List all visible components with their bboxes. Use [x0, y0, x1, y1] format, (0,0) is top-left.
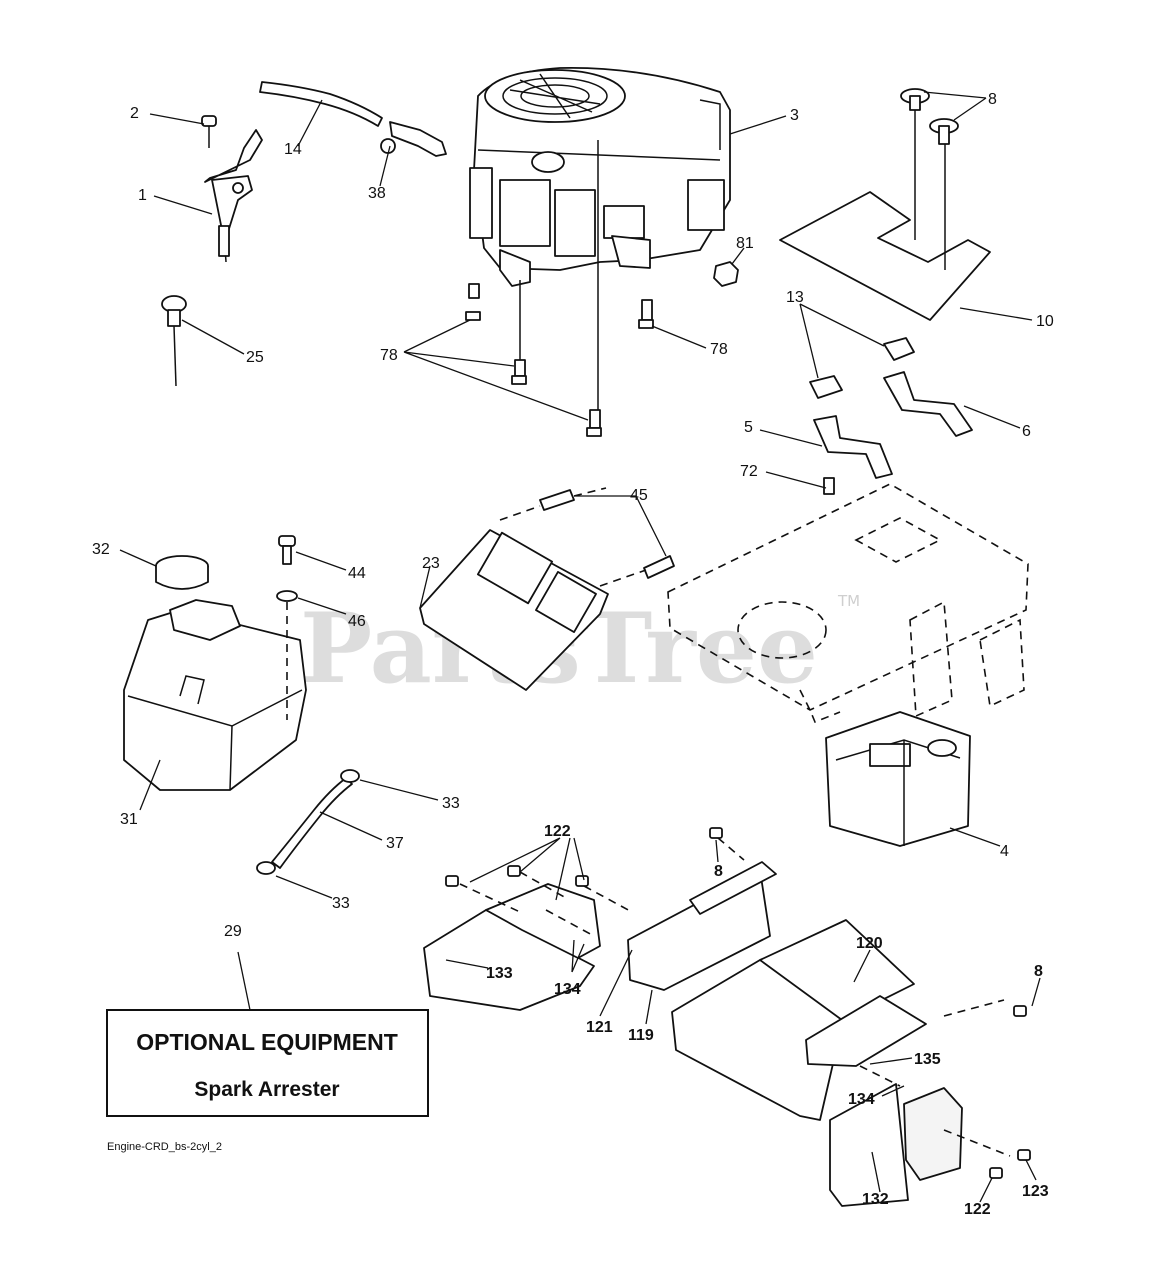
watermark-trademark: TM	[837, 592, 860, 610]
throttle-control-part	[204, 129, 263, 263]
optional-equipment-title: OPTIONAL EQUIPMENT	[136, 1029, 398, 1055]
callout-72: 72	[740, 463, 758, 480]
optional-equipment-subtitle: Spark Arrester	[194, 1078, 339, 1101]
callout-133: 133	[486, 965, 513, 982]
dipstick-part-25	[161, 295, 187, 387]
diagram-caption: Engine-CRD_bs-2cyl_2	[107, 1141, 222, 1153]
callout-8-top: 8	[988, 91, 997, 108]
callout-2: 2	[130, 105, 139, 122]
callout-3: 3	[790, 107, 799, 124]
heat-shield-part-10	[779, 100, 991, 321]
bolt-part-72	[823, 477, 835, 495]
callout-44: 44	[348, 565, 366, 582]
callout-37: 37	[386, 835, 404, 852]
gasket-part-13	[809, 337, 915, 399]
callout-labels: 2 1 14 38 3 8 10 81 78 78 25 13 5 6 72 4…	[92, 91, 1054, 1218]
exhaust-pipe-part-5	[813, 415, 893, 479]
callout-6: 6	[1022, 423, 1031, 440]
spark-arrester-bolts	[445, 827, 1031, 1179]
fuel-tank-part-31	[123, 599, 307, 791]
callout-31: 31	[120, 811, 138, 828]
callout-121: 121	[586, 1019, 613, 1036]
screw-part-2	[201, 115, 217, 148]
callout-78-left: 78	[380, 347, 398, 364]
frame-dashed-outline	[667, 483, 1029, 724]
callout-45: 45	[630, 487, 648, 504]
callout-4: 4	[1000, 843, 1009, 860]
callout-8-right: 8	[1034, 963, 1043, 980]
callout-14: 14	[284, 141, 302, 158]
fuel-hose-part-14	[259, 81, 383, 127]
callout-38: 38	[368, 185, 386, 202]
muffler-part-4	[825, 711, 971, 847]
callout-134-left: 134	[554, 981, 581, 998]
callout-120: 120	[856, 935, 883, 952]
callout-119: 119	[628, 1027, 654, 1044]
callout-29: 29	[224, 923, 242, 940]
callout-32: 32	[92, 541, 110, 558]
fuel-fitting-part-38	[380, 121, 447, 157]
callout-81: 81	[736, 235, 754, 252]
callout-13: 13	[786, 289, 804, 306]
fuel-line-part-37	[271, 777, 353, 869]
washer-part-46	[276, 590, 298, 720]
shield-bolt-part-8	[900, 88, 959, 145]
spark-arrester-assembly	[423, 837, 1011, 1207]
engine-plate-part-23	[419, 529, 609, 691]
callout-25: 25	[246, 349, 264, 366]
fuel-cap-part-32	[155, 555, 209, 590]
callout-1: 1	[138, 187, 147, 204]
engine-part-3	[469, 66, 731, 420]
callout-10: 10	[1036, 313, 1054, 330]
plate-bolt-part-45	[499, 487, 675, 587]
callout-8-middle: 8	[714, 863, 723, 880]
callout-33-top: 33	[442, 795, 460, 812]
callout-33-bottom: 33	[332, 895, 350, 912]
callout-132: 132	[862, 1191, 889, 1208]
callout-122-bottom: 122	[964, 1201, 991, 1218]
callout-5: 5	[744, 419, 753, 436]
optional-equipment-box	[106, 1009, 429, 1117]
nut-part-81	[713, 261, 739, 287]
callout-122-top: 122	[544, 823, 571, 840]
callout-23: 23	[422, 555, 440, 572]
callout-134-right: 134	[848, 1091, 875, 1108]
exhaust-pipe-part-6	[883, 371, 973, 437]
leader-lines	[119, 91, 1041, 1203]
callout-78-right: 78	[710, 341, 728, 358]
callout-46: 46	[348, 613, 366, 630]
clamp-part-33	[256, 769, 360, 875]
callout-123: 123	[1022, 1183, 1049, 1200]
callout-135: 135	[914, 1051, 941, 1068]
tank-screw-part-44	[278, 535, 296, 565]
engine-bolt-part-78	[465, 283, 654, 437]
